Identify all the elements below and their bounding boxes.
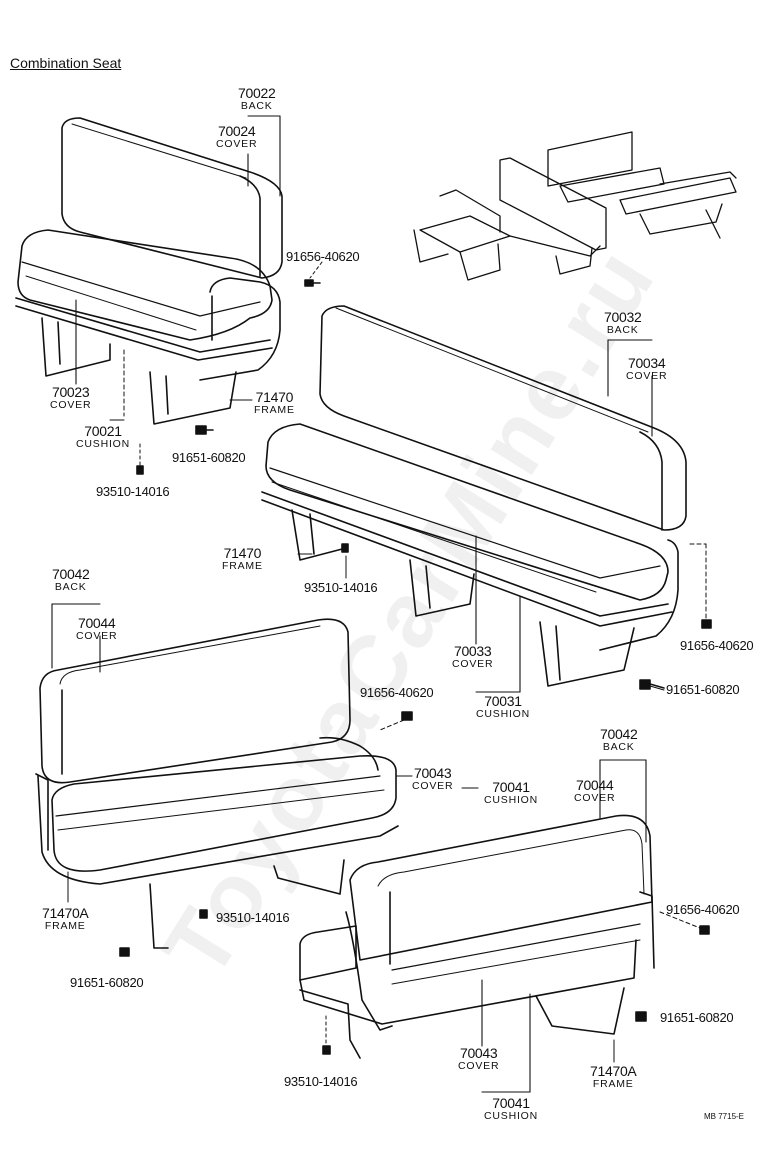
callout-screw: 93510-14016	[96, 484, 170, 499]
seat-1-leg-right	[149, 371, 237, 425]
seat-2-leg-2	[409, 559, 475, 617]
screw-icon	[199, 909, 208, 919]
seat-1-back	[61, 117, 283, 279]
seat-2-leg-1	[291, 509, 347, 561]
callout-bolt: 91656-40620	[680, 638, 754, 653]
seat-1-leg-left	[41, 317, 111, 377]
bolt-icon	[639, 679, 665, 690]
seat-4-cushion	[299, 925, 357, 981]
bolt-icon	[401, 711, 413, 721]
seat-1-cushion	[17, 229, 273, 341]
seat-1-short-bench	[15, 115, 323, 475]
seat-3-back	[39, 618, 351, 784]
seat-2-back	[319, 305, 687, 531]
bolt-icon	[635, 1011, 647, 1022]
bolt-icon	[195, 425, 214, 435]
drawing-code: MB 7715-E	[704, 1112, 745, 1121]
overview-arrangement	[413, 131, 737, 281]
callout-screw: 93510-14016	[304, 580, 378, 595]
callout-bolt: 91656-40620	[360, 685, 434, 700]
seat-4-back	[349, 814, 653, 961]
callout-screw: 93510-14016	[216, 910, 290, 925]
diagram-title: Combination Seat	[10, 55, 122, 71]
screw-icon	[322, 1045, 331, 1055]
callout-screw: 93510-14016	[284, 1074, 358, 1089]
seat-3-side-bench	[35, 603, 479, 957]
callout-bolt: 91651-60820	[660, 1010, 734, 1025]
callout-bolt: 91651-60820	[172, 450, 246, 465]
screw-icon	[341, 543, 349, 553]
seat-2-long-bench	[261, 305, 712, 693]
seat-4-side-bench	[299, 759, 710, 1093]
bolt-icon	[701, 619, 712, 629]
seat-2-leg-3	[539, 621, 635, 687]
bolt-icon	[119, 947, 130, 957]
callout-bolt: 91656-40620	[666, 902, 740, 917]
callout-bolt: 91651-60820	[666, 682, 740, 697]
screw-icon	[136, 465, 144, 475]
callout-bolt: 91651-60820	[70, 975, 144, 990]
bolt-icon	[699, 925, 710, 935]
seat-3-cushion	[51, 754, 397, 872]
seat-2-cushion	[265, 423, 669, 601]
callout-bolt: 91656-40620	[286, 249, 360, 264]
bolt-icon	[304, 279, 321, 287]
